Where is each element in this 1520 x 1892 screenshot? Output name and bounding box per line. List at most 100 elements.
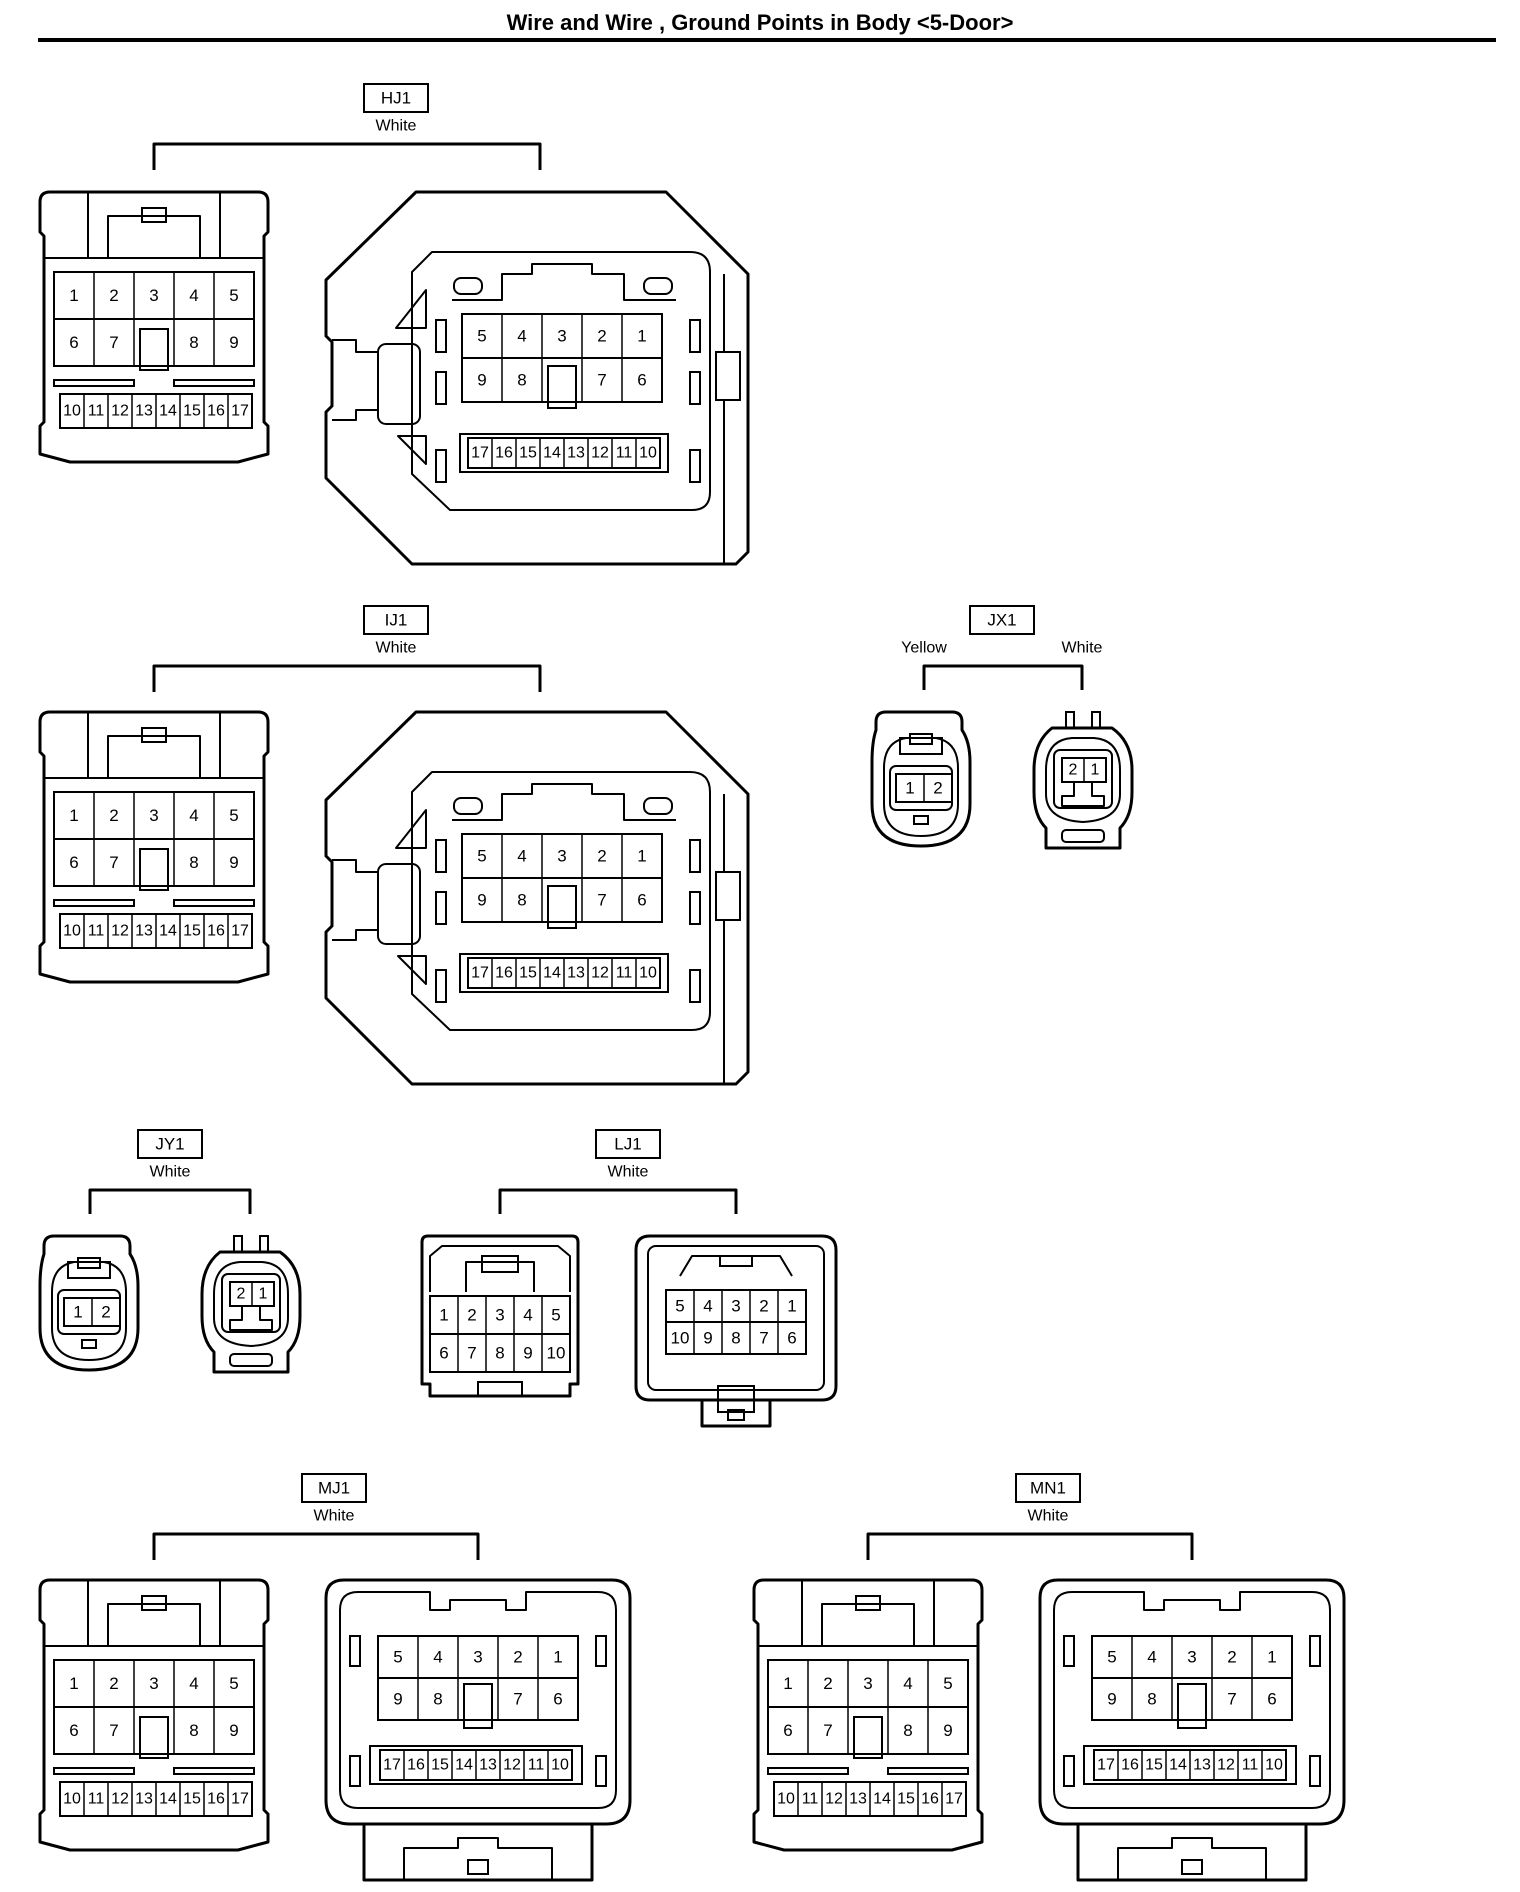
pin-label: 14: [159, 403, 177, 420]
pin-label: 12: [111, 923, 129, 940]
pin-label: 7: [467, 1344, 476, 1363]
pin-label: 8: [189, 853, 198, 872]
pin-label: 12: [111, 1791, 129, 1808]
pin-label: 13: [135, 1791, 153, 1808]
pin-label: 1: [69, 1674, 78, 1693]
connector-name: JX1: [987, 611, 1016, 630]
pin-label: 10: [1265, 1757, 1283, 1774]
pin-label: 13: [849, 1791, 867, 1808]
pin-label: 6: [69, 1721, 78, 1740]
pin-label: 4: [703, 1297, 712, 1316]
pin-label: 16: [207, 403, 225, 420]
pin-label: 17: [383, 1757, 401, 1774]
pin-label: 5: [477, 327, 486, 346]
pin-label: 4: [433, 1648, 442, 1667]
pin-label: 7: [513, 1690, 522, 1709]
pin-label: 13: [479, 1757, 497, 1774]
pin-label: 3: [149, 286, 158, 305]
pin-label: 10: [777, 1791, 795, 1808]
connector-color: White: [608, 1164, 649, 1181]
pin-label: 12: [503, 1757, 521, 1774]
pin-label: 5: [477, 847, 486, 866]
pin-label: 15: [183, 923, 201, 940]
pin-label: 1: [553, 1648, 562, 1667]
pin-label: 7: [597, 371, 606, 390]
pin-label: 11: [802, 1791, 819, 1808]
pin-label: 9: [477, 891, 486, 910]
pin-label: 5: [551, 1306, 560, 1325]
connector-color: White: [1062, 640, 1103, 657]
pin-label: 12: [591, 965, 609, 982]
pin-label: 1: [637, 327, 646, 346]
pin-label: 9: [477, 371, 486, 390]
pin-label: 2: [109, 806, 118, 825]
pin-label: 16: [495, 445, 513, 462]
pin-label: 8: [495, 1344, 504, 1363]
pin-label: 1: [439, 1306, 448, 1325]
connector-color: Yellow: [901, 640, 947, 657]
pin-label: 1: [783, 1674, 792, 1693]
pin-label: 3: [731, 1297, 740, 1316]
pin-label: 3: [557, 847, 566, 866]
pin-label: 5: [1107, 1648, 1116, 1667]
pin-label: 8: [517, 891, 526, 910]
connector-name: HJ1: [381, 89, 411, 108]
page-title: Wire and Wire , Ground Points in Body <5…: [506, 10, 1014, 35]
pin-label: 10: [547, 1344, 566, 1363]
pin-label: 8: [433, 1690, 442, 1709]
pin-label: 14: [873, 1791, 891, 1808]
pin-label: 5: [229, 1674, 238, 1693]
pin-label: 14: [1169, 1757, 1187, 1774]
pin-label: 11: [528, 1757, 545, 1774]
pin-label: 15: [183, 1791, 201, 1808]
pin-label: 14: [543, 445, 561, 462]
pin-label: 6: [637, 891, 646, 910]
pin-label: 4: [189, 286, 198, 305]
connector-name: IJ1: [385, 611, 408, 630]
pin-label: 6: [553, 1690, 562, 1709]
pin-label: 2: [109, 1674, 118, 1693]
pin-label: 1: [905, 779, 914, 798]
pin-label: 9: [229, 853, 238, 872]
pin-label: 12: [825, 1791, 843, 1808]
connector-color: White: [314, 1508, 355, 1525]
pin-label: 2: [101, 1303, 110, 1322]
pin-label: 1: [1091, 762, 1100, 779]
pin-label: 13: [135, 403, 153, 420]
pin-label: 8: [731, 1329, 740, 1348]
pin-label: 10: [671, 1329, 690, 1348]
pin-label: 7: [109, 333, 118, 352]
pin-label: 5: [229, 286, 238, 305]
connector-name: MN1: [1030, 1479, 1066, 1498]
pin-label: 10: [63, 923, 81, 940]
pin-label: 10: [63, 403, 81, 420]
pin-label: 11: [88, 1791, 105, 1808]
pin-label: 11: [616, 445, 633, 462]
pin-label: 8: [1147, 1690, 1156, 1709]
pin-label: 8: [189, 1721, 198, 1740]
pin-label: 14: [455, 1757, 473, 1774]
pin-label: 16: [1121, 1757, 1139, 1774]
pin-label: 11: [1242, 1757, 1259, 1774]
pin-label: 2: [109, 286, 118, 305]
pin-label: 12: [111, 403, 129, 420]
title-rule: [38, 38, 1496, 42]
pin-label: 3: [473, 1648, 482, 1667]
pin-label: 15: [1145, 1757, 1163, 1774]
pin-label: 4: [517, 327, 526, 346]
pin-label: 15: [897, 1791, 915, 1808]
pin-label: 5: [229, 806, 238, 825]
pin-label: 15: [519, 965, 537, 982]
pin-label: 2: [513, 1648, 522, 1667]
pin-label: 8: [189, 333, 198, 352]
pin-label: 1: [637, 847, 646, 866]
